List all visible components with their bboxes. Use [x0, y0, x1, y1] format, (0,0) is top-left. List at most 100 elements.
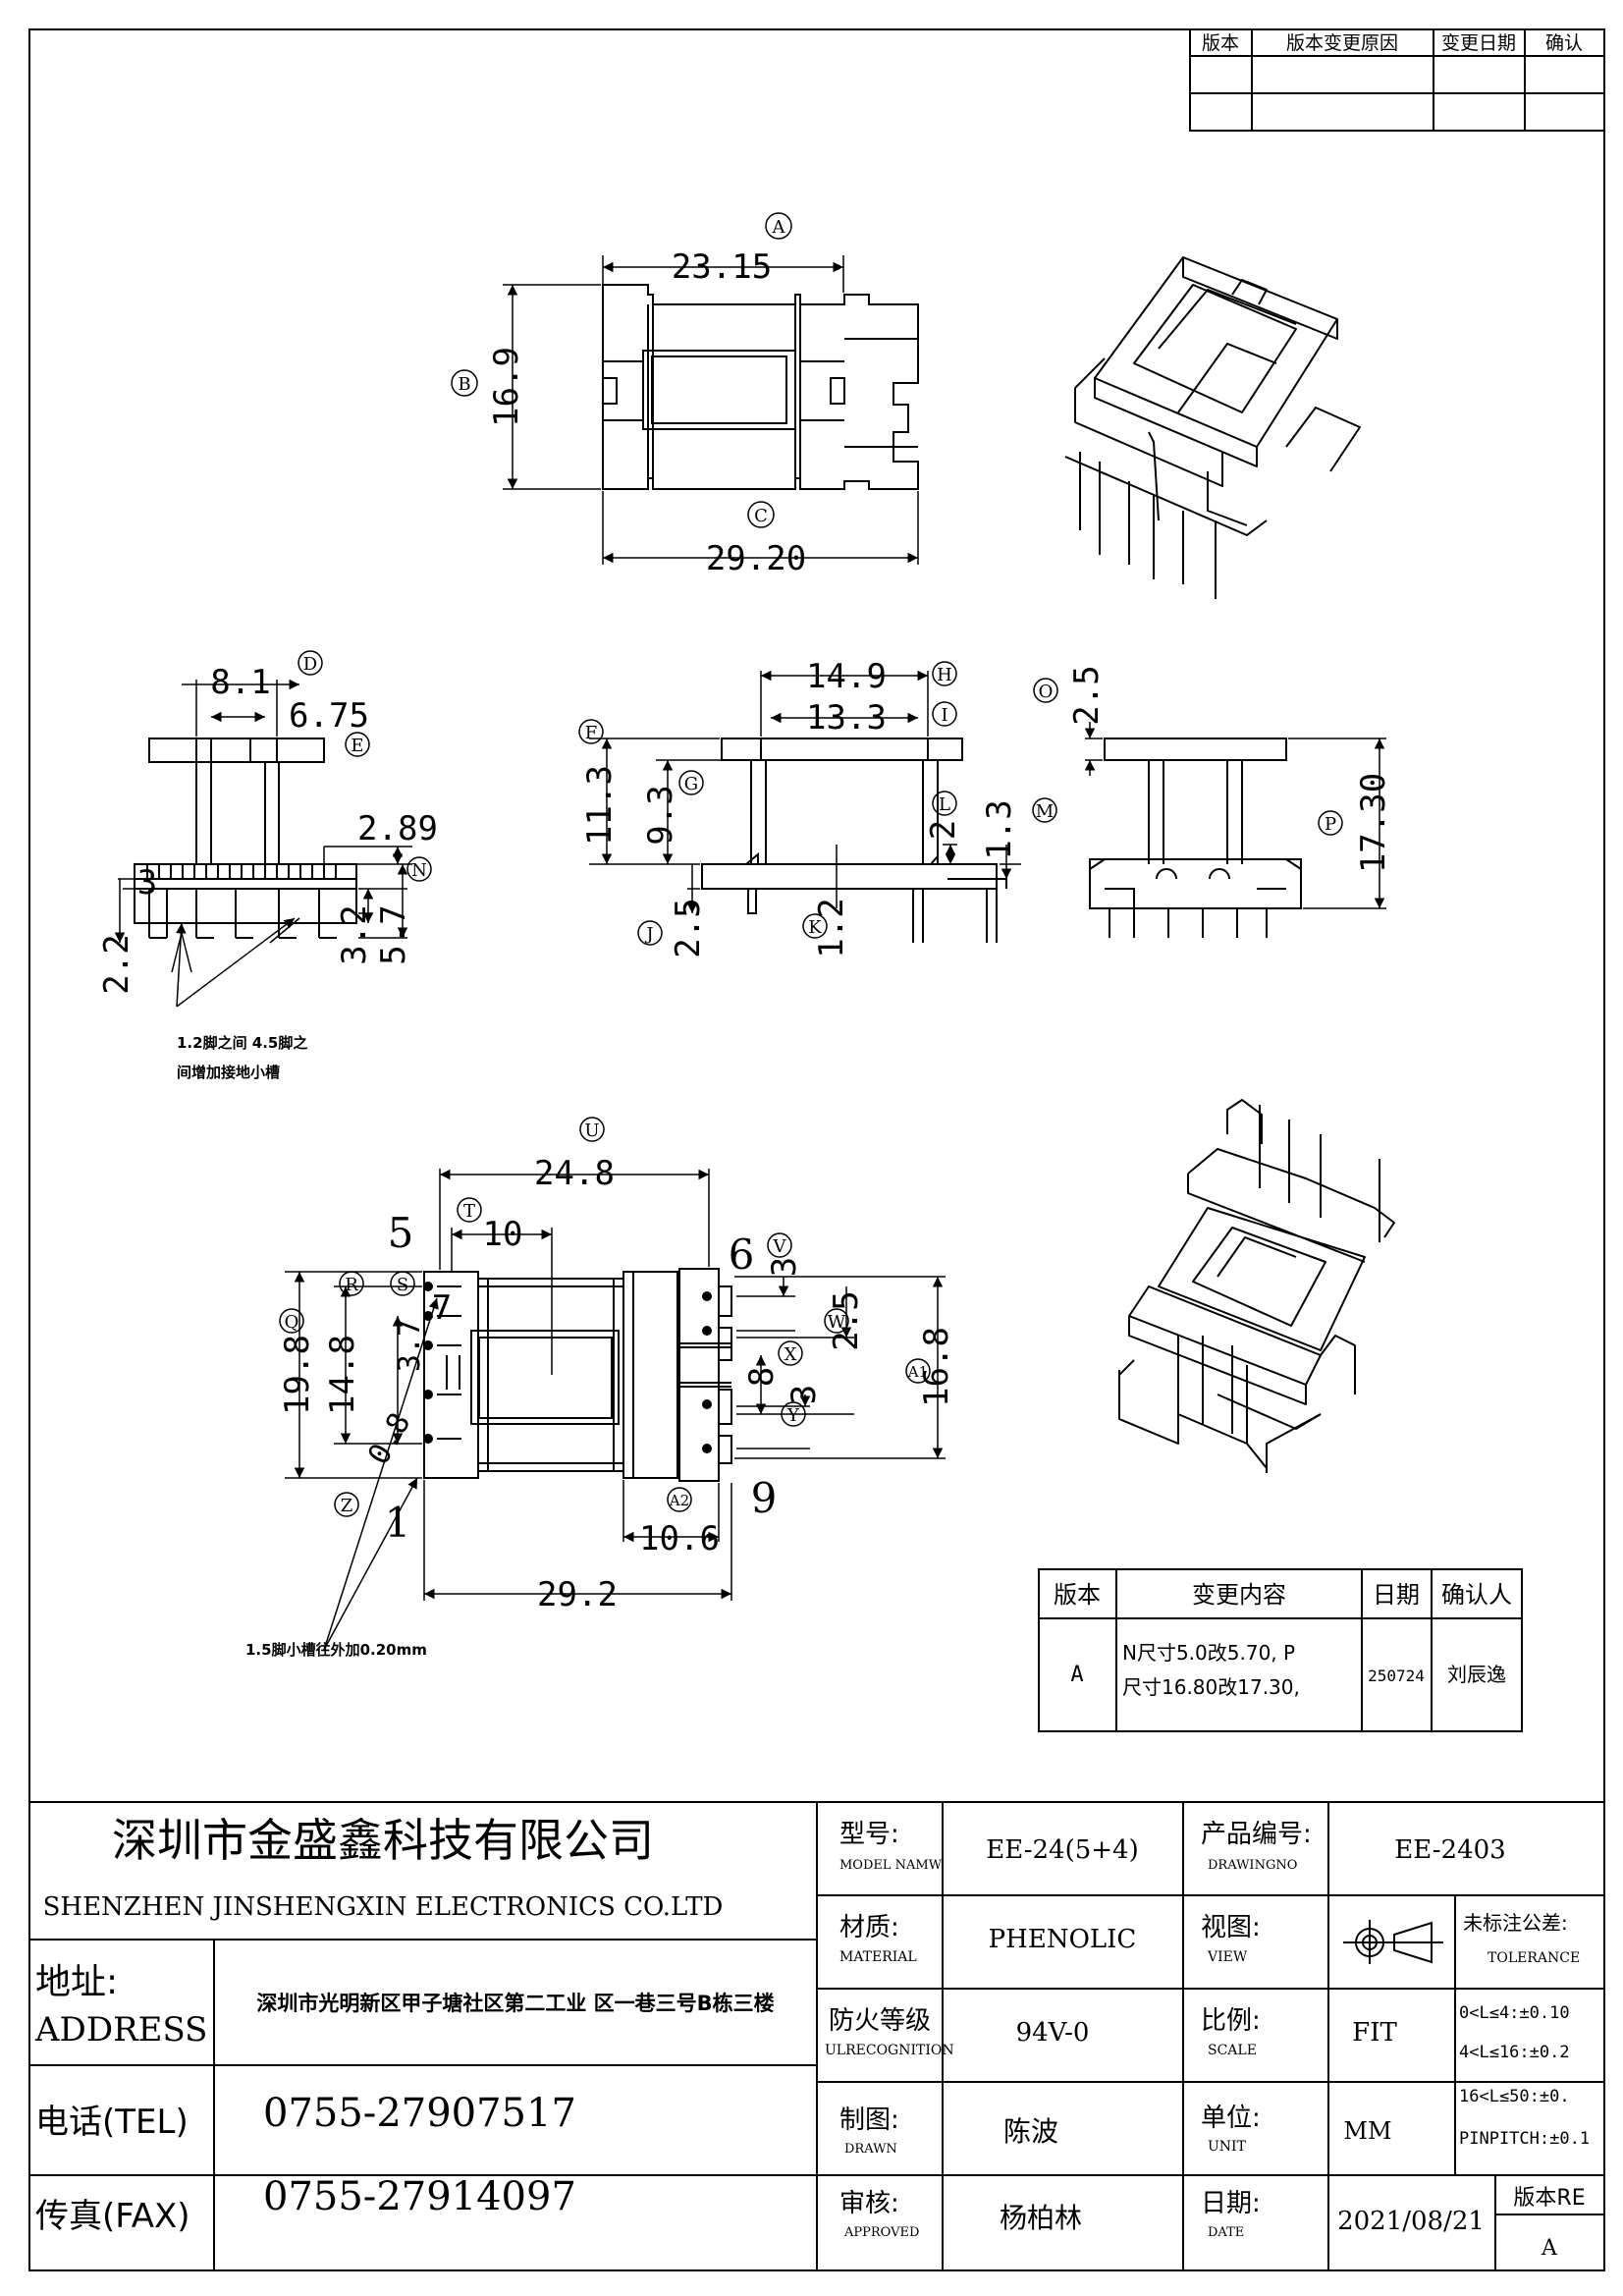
end-view-outline — [1089, 738, 1302, 938]
date-value: 2021/08/21 — [1337, 2207, 1485, 2236]
fax-label: 传真(FAX) — [35, 2197, 190, 2236]
material-label-en: MATERIAL — [839, 1949, 917, 1965]
pin-label-6: 6 — [729, 1230, 755, 1279]
change-header-content: 变更内容 — [1192, 1581, 1286, 1609]
tag-s: S — [397, 1275, 408, 1295]
bottom-view-note: 1.5脚小槽往外加0.20mm — [245, 1641, 427, 1659]
dim-bottom-d13: 10.6 — [639, 1519, 720, 1558]
dim-bottom-d1: 24.8 — [534, 1154, 615, 1193]
dim-bottom-d2: 10 — [483, 1215, 523, 1254]
dim-bottom-d6: 3.7 — [393, 1319, 427, 1372]
dim-end-d2: 17.30 — [1354, 773, 1393, 873]
tag-p: P — [1325, 814, 1336, 835]
tag-w: W — [828, 1312, 846, 1333]
drawingno-label-en: DRAWINGNO — [1208, 1858, 1297, 1873]
version-value: A — [1541, 2236, 1558, 2261]
dim-top-overall: 29.20 — [706, 539, 806, 578]
dim-front-d3: 11.3 — [580, 765, 620, 846]
end-view-dimensions — [1033, 678, 1386, 909]
tolerance-line-1: 0<L≤4:±0.10 — [1459, 2003, 1570, 2023]
tag-o: O — [1039, 682, 1054, 702]
revision-table-top — [1189, 28, 1605, 132]
tag-k: K — [808, 917, 822, 938]
tag-n: N — [411, 860, 427, 881]
tel-label: 电话(TEL) — [35, 2103, 189, 2142]
date-label-cn: 日期: — [1201, 2189, 1261, 2218]
scale-label-cn: 比例: — [1201, 2006, 1261, 2036]
company-name-cn: 深圳市金盛鑫科技有限公司 — [112, 1814, 654, 1867]
fax-value: 0755-27914097 — [263, 2174, 576, 2219]
tolerance-line-3: 16<L≤50:±0. — [1459, 2087, 1570, 2106]
change-header-date: 日期 — [1373, 1581, 1420, 1609]
scale-label-en: SCALE — [1208, 2043, 1257, 2058]
tag-d: D — [303, 654, 317, 675]
dim-front-d7: 2.5 — [669, 898, 708, 957]
top-view-dimensions — [451, 212, 919, 565]
tag-f: F — [585, 723, 598, 743]
tag-c: C — [754, 506, 768, 526]
drawn-label-cn: 制图: — [839, 2105, 899, 2135]
drawingno-value: EE-2403 — [1394, 1835, 1505, 1865]
dim-bottom-d10: 8 — [742, 1367, 782, 1387]
dim-bottom-d8: 3 — [765, 1257, 804, 1277]
dim-side-d3: 2.89 — [357, 809, 438, 848]
tag-e: E — [351, 736, 363, 756]
tag-j: J — [644, 924, 653, 945]
tag-v: V — [773, 1236, 787, 1257]
approved-label-en: APPROVED — [843, 2225, 919, 2240]
dim-end-d1: 2.5 — [1067, 665, 1107, 725]
tag-m: M — [1036, 801, 1054, 822]
change-header-confirmer: 确认人 — [1441, 1581, 1512, 1609]
tag-t: T — [463, 1201, 475, 1222]
approved-value: 杨柏林 — [1000, 2202, 1082, 2234]
front-view-dimensions — [578, 661, 1057, 946]
fire-label-cn: 防火等级 — [829, 2006, 931, 2036]
bottom-view-dimensions — [279, 1117, 946, 1651]
dim-front-d2: 13.3 — [806, 698, 887, 738]
approved-label-cn: 审核: — [839, 2189, 899, 2218]
unit-value: MM — [1343, 2117, 1391, 2145]
tag-a1: A1 — [907, 1363, 928, 1381]
drawingno-label-cn: 产品编号: — [1201, 1820, 1312, 1849]
front-view-outline — [701, 738, 1007, 943]
dim-front-d5: 2 — [924, 820, 963, 840]
dim-side-d7: 5.7 — [374, 904, 413, 964]
model-value: EE-24(5+4) — [986, 1835, 1138, 1865]
dim-side-d4: 3 — [137, 863, 157, 902]
material-label-cn: 材质: — [839, 1913, 899, 1942]
tag-l: L — [939, 794, 950, 815]
change-row-date: 250724 — [1368, 1667, 1425, 1685]
tag-x: X — [784, 1344, 797, 1365]
side-view-note-line2: 间增加接地小槽 — [177, 1064, 280, 1081]
tag-r: R — [345, 1275, 358, 1295]
dim-front-d6: 1.3 — [980, 799, 1019, 859]
dim-bottom-d11: 3 — [784, 1385, 824, 1404]
version-label: 版本RE — [1513, 2186, 1585, 2211]
address-label-cn: 地址: — [35, 1962, 118, 2002]
tolerance-line-2: 4<L≤16:±0.2 — [1459, 2043, 1570, 2062]
dim-top-height: 16.9 — [487, 347, 526, 427]
side-view-outline — [134, 738, 357, 939]
dim-bottom-d14: 29.2 — [537, 1575, 618, 1614]
dim-bottom-d9: 2.5 — [827, 1290, 866, 1350]
change-row-version: A — [1070, 1663, 1083, 1687]
bottom-view-outline — [423, 1268, 732, 1482]
view-label-en: VIEW — [1207, 1949, 1248, 1965]
pin-label-9: 9 — [751, 1474, 778, 1522]
tel-value: 0755-27907517 — [263, 2091, 576, 2136]
dim-side-d5: 2.2 — [97, 934, 136, 994]
dim-bottom-d3: 19.8 — [278, 1335, 317, 1415]
dim-front-d8: 1.2 — [812, 898, 851, 957]
model-label-en: MODEL NAMW — [839, 1858, 943, 1873]
address-value: 深圳市光明新区甲子塘社区第二工业 区一巷三号B栋三楼 — [256, 1992, 774, 2015]
dim-side-d6: 3.2 — [335, 904, 374, 964]
side-view-dimensions — [114, 650, 432, 1008]
date-label-en: DATE — [1208, 2225, 1244, 2240]
change-row-content-line2: 尺寸16.80改17.30, — [1122, 1675, 1300, 1699]
top-view-outline — [602, 284, 919, 490]
unit-label-en: UNIT — [1208, 2139, 1247, 2155]
dim-front-d4: 9.3 — [641, 785, 680, 845]
change-row-confirmer: 刘辰逸 — [1447, 1663, 1506, 1686]
model-label-cn: 型号: — [839, 1820, 899, 1849]
